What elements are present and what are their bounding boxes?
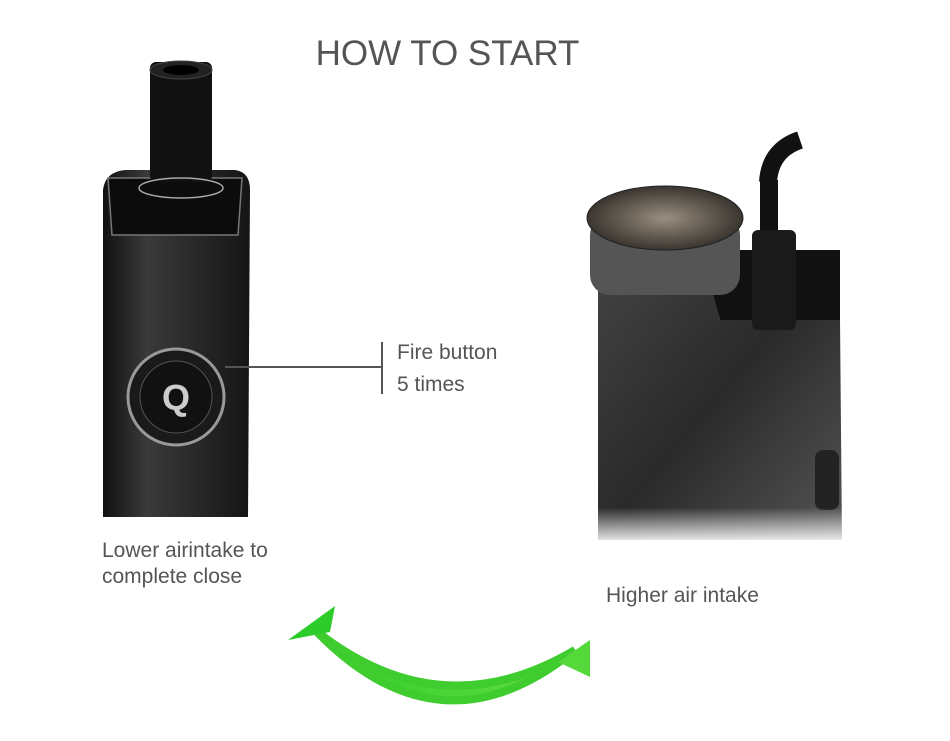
callout-label-2: 5 times <box>397 373 465 396</box>
right-device <box>586 131 845 545</box>
callout-label-1: Fire button <box>397 341 498 364</box>
left-caption-line1: Lower airintake to <box>102 539 268 562</box>
right-caption: Higher air intake <box>606 584 759 607</box>
callout-line <box>225 342 383 394</box>
green-arrow-icon <box>288 606 590 705</box>
page-title: HOW TO START <box>315 34 580 73</box>
left-caption-line2: complete close <box>102 565 243 588</box>
fire-button-letter: Q <box>162 377 190 418</box>
left-device: Q <box>103 60 250 517</box>
